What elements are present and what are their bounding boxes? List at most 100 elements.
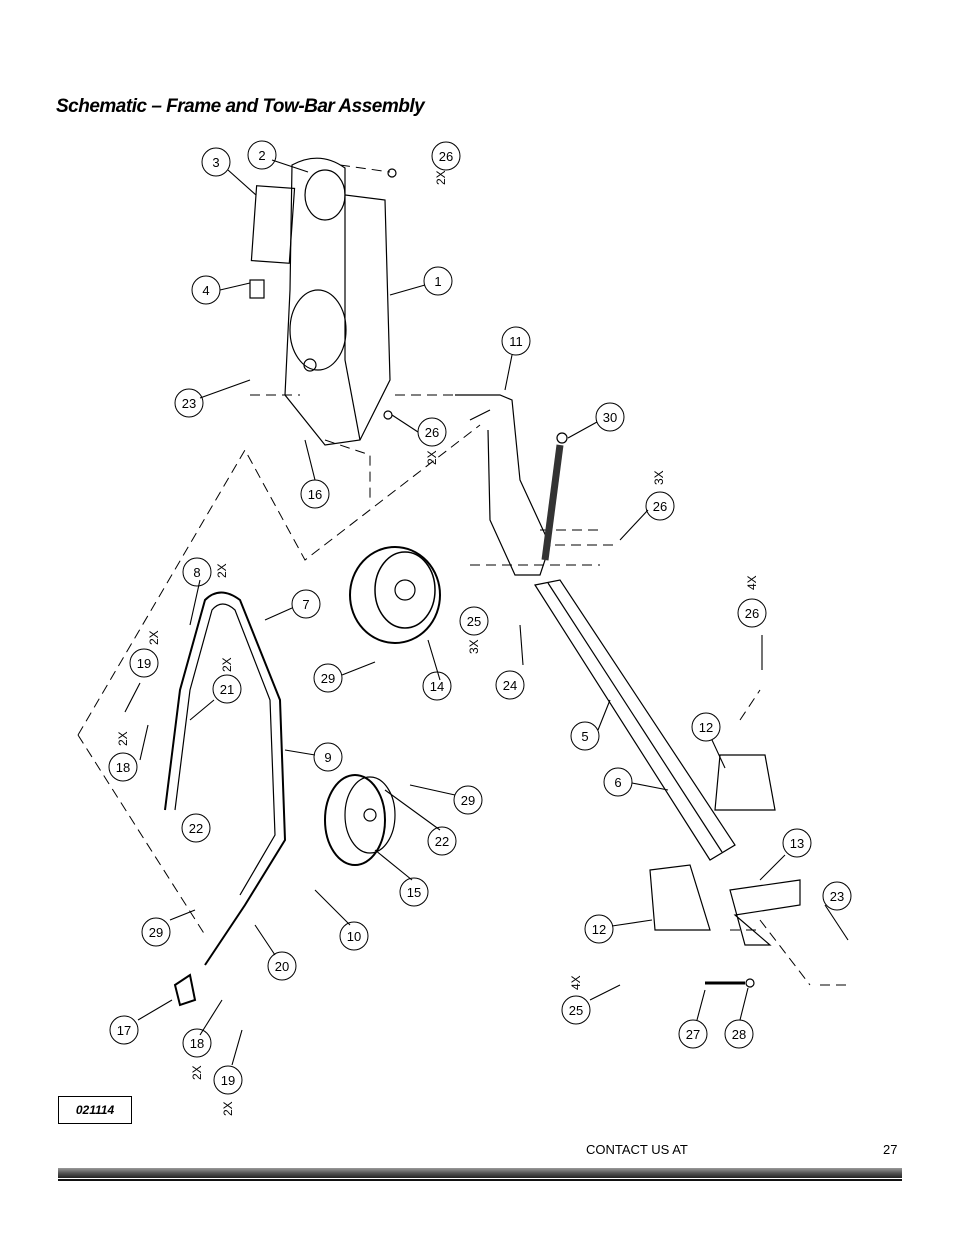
callout-29-left: 29: [141, 917, 171, 947]
callout-21: 21: [212, 674, 242, 704]
callout-26-frame: 26: [417, 417, 447, 447]
callout-9: 9: [313, 742, 343, 772]
svg-text:21: 21: [220, 682, 234, 697]
qty-18-bottom: 2X: [190, 1065, 204, 1080]
callout-7: 7: [291, 589, 321, 619]
svg-text:22: 22: [435, 834, 449, 849]
mount-plate-part-12-lower: [649, 864, 711, 931]
footer-rule: [58, 1168, 902, 1181]
caster-wheel-part-15: [324, 774, 396, 866]
leader-lines: [124, 159, 849, 1066]
qty-25-top: 3X: [467, 639, 481, 654]
svg-text:25: 25: [467, 614, 481, 629]
drawing-code-box: 021114: [58, 1096, 132, 1124]
tow-hitch-part-11: [455, 394, 551, 576]
svg-text:15: 15: [407, 885, 421, 900]
svg-text:18: 18: [116, 760, 130, 775]
svg-text:24: 24: [503, 678, 517, 693]
qty-21: 2X: [220, 657, 234, 672]
callout-25-bottom: 25: [561, 995, 591, 1025]
svg-text:10: 10: [347, 929, 361, 944]
callout-27: 27: [678, 1019, 708, 1049]
bracket-part-13: [729, 879, 801, 946]
decal-part-4: [249, 279, 265, 299]
callout-label: 3: [212, 155, 219, 170]
callout-22-left: 22: [181, 813, 211, 843]
callout-23-bottom: 23: [822, 881, 852, 911]
svg-text:26: 26: [425, 425, 439, 440]
frame-body-part-1: [284, 157, 397, 446]
callout-18-bottom: 18: [182, 1028, 212, 1058]
footer-contact: CONTACT US AT: [586, 1142, 688, 1157]
svg-text:12: 12: [592, 922, 606, 937]
qty-8: 2X: [215, 563, 229, 578]
svg-text:29: 29: [321, 671, 335, 686]
svg-text:9: 9: [324, 750, 331, 765]
callout-2: 2: [247, 140, 277, 170]
callout-12-lower: 12: [584, 914, 614, 944]
svg-text:12: 12: [699, 720, 713, 735]
qty-26-plate: 4X: [745, 575, 759, 590]
svg-text:25: 25: [569, 1003, 583, 1018]
callout-11: 11: [501, 326, 531, 356]
svg-text:30: 30: [603, 410, 617, 425]
callout-29-mid: 29: [313, 663, 343, 693]
page-title: Schematic – Frame and Tow-Bar Assembly: [56, 96, 425, 117]
qty-26-top: 2X: [434, 170, 448, 185]
decal-part-3: [250, 185, 296, 264]
svg-text:27: 27: [686, 1027, 700, 1042]
svg-text:11: 11: [509, 334, 523, 349]
tow-bar-tube-part-5-6: [534, 579, 736, 861]
callout-22-right: 22: [427, 826, 457, 856]
callout-26-plate: 26: [737, 598, 767, 628]
callout-20: 20: [267, 951, 297, 981]
wheel-part-14: [349, 546, 441, 644]
svg-text:29: 29: [149, 925, 163, 940]
svg-text:16: 16: [308, 487, 322, 502]
handle-frame-part-7-9: [164, 591, 287, 966]
svg-text:6: 6: [614, 775, 621, 790]
svg-text:5: 5: [581, 729, 588, 744]
page-number: 27: [883, 1142, 898, 1157]
callout-18-top: 18: [108, 752, 138, 782]
qty-26-frame: 2X: [425, 450, 439, 465]
svg-text:26: 26: [653, 499, 667, 514]
callout-24: 24: [495, 670, 525, 700]
callout-26-top: 26: [431, 141, 461, 171]
svg-text:1: 1: [434, 274, 441, 289]
qty-19-top: 2X: [147, 630, 161, 645]
svg-text:28: 28: [732, 1027, 746, 1042]
qty-26-hitch: 3X: [652, 470, 666, 485]
svg-text:29: 29: [461, 793, 475, 808]
svg-text:14: 14: [430, 679, 444, 694]
svg-text:4: 4: [202, 283, 209, 298]
qty-18-top: 2X: [116, 731, 130, 746]
callout-10: 10: [339, 921, 369, 951]
callout-17: 17: [109, 1015, 139, 1045]
callout-19-bottom: 19: [213, 1065, 243, 1095]
callout-19-top: 19: [129, 648, 159, 678]
svg-text:8: 8: [193, 565, 200, 580]
callout-16: 16: [300, 479, 330, 509]
svg-text:13: 13: [790, 836, 804, 851]
svg-text:22: 22: [189, 821, 203, 836]
mount-plate-part-12-upper: [714, 754, 776, 811]
qty-19-bottom: 2X: [221, 1101, 235, 1116]
svg-text:19: 19: [221, 1073, 235, 1088]
callout-5: 5: [570, 721, 600, 751]
callout-30: 30: [595, 402, 625, 432]
svg-text:26: 26: [439, 149, 453, 164]
washer-part-28: [745, 978, 755, 988]
svg-text:23: 23: [830, 889, 844, 904]
svg-text:20: 20: [275, 959, 289, 974]
callout-6: 6: [603, 767, 633, 797]
callout-13: 13: [782, 828, 812, 858]
callout-23-top: 23: [174, 388, 204, 418]
svg-text:23: 23: [182, 396, 196, 411]
knob-part-17: [173, 973, 197, 1007]
svg-text:18: 18: [190, 1036, 204, 1051]
callout-15: 15: [399, 877, 429, 907]
callout-14: 14: [422, 671, 452, 701]
spring-part-30: [541, 444, 564, 561]
callout-29-right: 29: [453, 785, 483, 815]
